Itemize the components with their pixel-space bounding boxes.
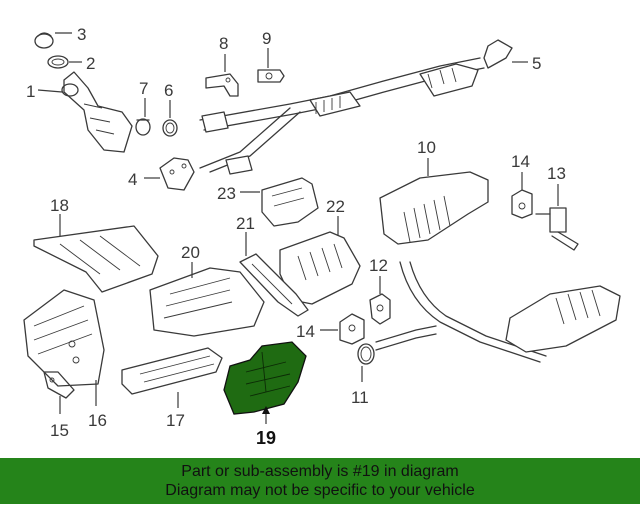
- callout-14-lower: 14: [296, 322, 315, 341]
- callout-21: 21: [236, 214, 255, 233]
- callout-20: 20: [181, 243, 200, 262]
- part-14-hanger-upper[interactable]: [511, 189, 533, 219]
- part-3-clamp[interactable]: [34, 32, 54, 49]
- part-10-rear-muffler[interactable]: [375, 171, 621, 363]
- callout-7: 7: [139, 79, 148, 98]
- callout-16: 16: [88, 411, 107, 430]
- part-2-gasket[interactable]: [47, 55, 69, 69]
- part-12-hanger[interactable]: [369, 293, 391, 325]
- callout-4: 4: [128, 170, 137, 189]
- callout-19: 19: [256, 428, 276, 448]
- callout-12: 12: [369, 256, 388, 275]
- banner-line-2: Diagram may not be specific to your vehi…: [165, 482, 475, 499]
- part-23-heat-shield[interactable]: [261, 177, 319, 227]
- callout-10: 10: [417, 138, 436, 157]
- callout-9: 9: [262, 29, 271, 48]
- callout-14-upper: 14: [511, 152, 530, 171]
- part-1-catalytic-converter[interactable]: [61, 71, 133, 153]
- part-13-bracket[interactable]: [535, 207, 579, 251]
- part-18-heat-shield[interactable]: [33, 225, 159, 293]
- callout-22: 22: [326, 197, 345, 216]
- part-17-heat-shield[interactable]: [121, 347, 223, 395]
- part-20-heat-shield[interactable]: [149, 267, 265, 337]
- callout-5: 5: [532, 54, 541, 73]
- callout-1: 1: [26, 82, 35, 101]
- info-banner: Part or sub-assembly is #19 in diagram D…: [0, 458, 640, 504]
- callout-13: 13: [547, 164, 566, 183]
- part-15-bracket[interactable]: [43, 371, 75, 399]
- callout-6: 6: [164, 81, 173, 100]
- callout-15: 15: [50, 421, 69, 440]
- part-5-intermediate-pipe[interactable]: [199, 39, 513, 175]
- part-9-hanger[interactable]: [257, 69, 285, 83]
- part-6-gasket[interactable]: [162, 119, 178, 137]
- part-7-clamp[interactable]: [135, 118, 151, 136]
- part-8-bracket[interactable]: [205, 73, 239, 97]
- callout-17: 17: [166, 411, 185, 430]
- callout-23: 23: [217, 184, 236, 203]
- banner-line-1: Part or sub-assembly is #19 in diagram: [181, 463, 459, 480]
- callout-8: 8: [219, 34, 228, 53]
- part-14-hanger-lower[interactable]: [339, 313, 365, 345]
- part-4-bracket[interactable]: [159, 157, 195, 191]
- part-11-gasket[interactable]: [357, 343, 375, 365]
- part-16-heat-shield[interactable]: [23, 289, 105, 387]
- callout-2: 2: [86, 54, 95, 73]
- callout-18: 18: [50, 196, 69, 215]
- part-19-heat-shield-highlighted[interactable]: [223, 341, 307, 415]
- callout-11: 11: [351, 388, 369, 407]
- part-21-heat-shield[interactable]: [239, 253, 309, 317]
- callout-3: 3: [77, 25, 86, 44]
